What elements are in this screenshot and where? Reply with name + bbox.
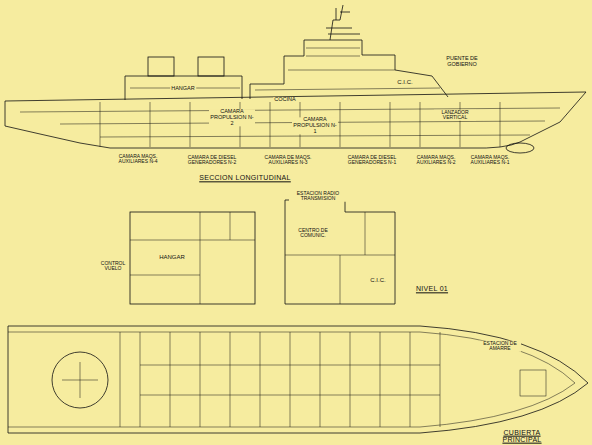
compartment-label: HANGAR xyxy=(158,254,186,260)
room-wall xyxy=(140,395,440,396)
compartment-label: COCINA xyxy=(273,97,296,103)
compartment-label: C.I.C. xyxy=(369,277,386,283)
bulkhead-line xyxy=(190,102,191,147)
room-wall xyxy=(260,332,261,427)
compartment-label: C.I.C. xyxy=(396,79,413,85)
decks xyxy=(20,108,560,137)
view-title: SECCION LONGITUDINAL xyxy=(198,174,292,181)
helipad xyxy=(52,352,108,408)
compartment-label: CENTRO DE COMUNIC. xyxy=(294,228,332,239)
partition-line xyxy=(130,240,255,241)
bulkhead-line xyxy=(500,102,501,147)
funnel xyxy=(148,57,174,76)
compartment-label: CAMARA MAQS. AUXILIARES N-1 xyxy=(469,155,511,166)
bulkhead-line xyxy=(150,102,151,147)
compartment-label: CAMARA DE MAQS. AUXILIARES N-3 xyxy=(262,155,314,166)
room-wall xyxy=(380,332,381,427)
room-wall xyxy=(120,332,121,427)
room-wall xyxy=(440,332,441,427)
room-wall xyxy=(350,332,351,427)
room-wall xyxy=(200,332,201,427)
compartment-label: CONTROL VUELO xyxy=(99,261,127,272)
bulkhead-line xyxy=(340,102,341,147)
hull-profile xyxy=(5,92,586,148)
deck-edge xyxy=(8,332,575,427)
bulkhead-line xyxy=(390,102,391,147)
compartment-label: PUENTE DE GOBIERNO xyxy=(443,56,481,68)
compartment-label: ESTACION DE AMARRE xyxy=(479,341,521,352)
view-title: CUBIERTA PRINCIPAL xyxy=(487,428,557,443)
room-wall xyxy=(170,332,171,427)
deckhouse-aft xyxy=(130,212,255,304)
room-wall xyxy=(290,332,291,427)
bulkheads xyxy=(100,102,500,147)
bulkhead-line xyxy=(100,102,101,147)
superstructure-decks xyxy=(130,48,440,90)
partitions xyxy=(130,212,395,304)
compartment-label: CAMARA DE DIESEL GENERADORES N-2 xyxy=(186,155,238,166)
funnel xyxy=(198,57,224,76)
compartment-label: ESTACION RADIO TRANSMISION xyxy=(289,191,347,202)
compartment-label: HANGAR xyxy=(170,86,196,92)
mast xyxy=(326,5,360,40)
deckhouse-fwd xyxy=(285,200,395,304)
sonar-dome xyxy=(506,143,534,153)
room-wall xyxy=(140,332,141,427)
partition-line xyxy=(200,212,201,304)
room-wall xyxy=(230,332,231,427)
compartment-label: CAMARA DE DIESEL GENERADORES N-1 xyxy=(346,155,398,166)
partition-line xyxy=(365,212,366,255)
room-wall xyxy=(140,365,440,366)
rooms xyxy=(120,332,546,427)
view-title: NIVEL 01 xyxy=(415,285,449,292)
bulkhead-line xyxy=(270,102,271,147)
room-wall xyxy=(320,332,321,427)
bow-equipment xyxy=(520,370,546,396)
main-deck-outline xyxy=(8,326,588,433)
room-wall xyxy=(410,332,411,427)
compartment-label: CAMARA MAQS. AUXILIARES N-2 xyxy=(414,155,458,166)
compartment-label: CAMARA PROPULSION N-2 xyxy=(209,109,255,126)
bulkhead-line xyxy=(420,102,421,147)
compartment-label: CAMARA PROPULSION N-1 xyxy=(292,117,338,134)
partition-line xyxy=(130,275,200,276)
partition-line xyxy=(230,212,231,240)
main-superstructure xyxy=(250,40,448,99)
compartment-label: CAMARA MAQS. AUXILIARES N-4 xyxy=(117,154,159,165)
bulkhead-line xyxy=(460,102,461,147)
helipad-cross xyxy=(62,362,98,398)
compartment-label: LANZADOR VERTICAL xyxy=(434,110,476,121)
partition-line xyxy=(340,255,341,304)
